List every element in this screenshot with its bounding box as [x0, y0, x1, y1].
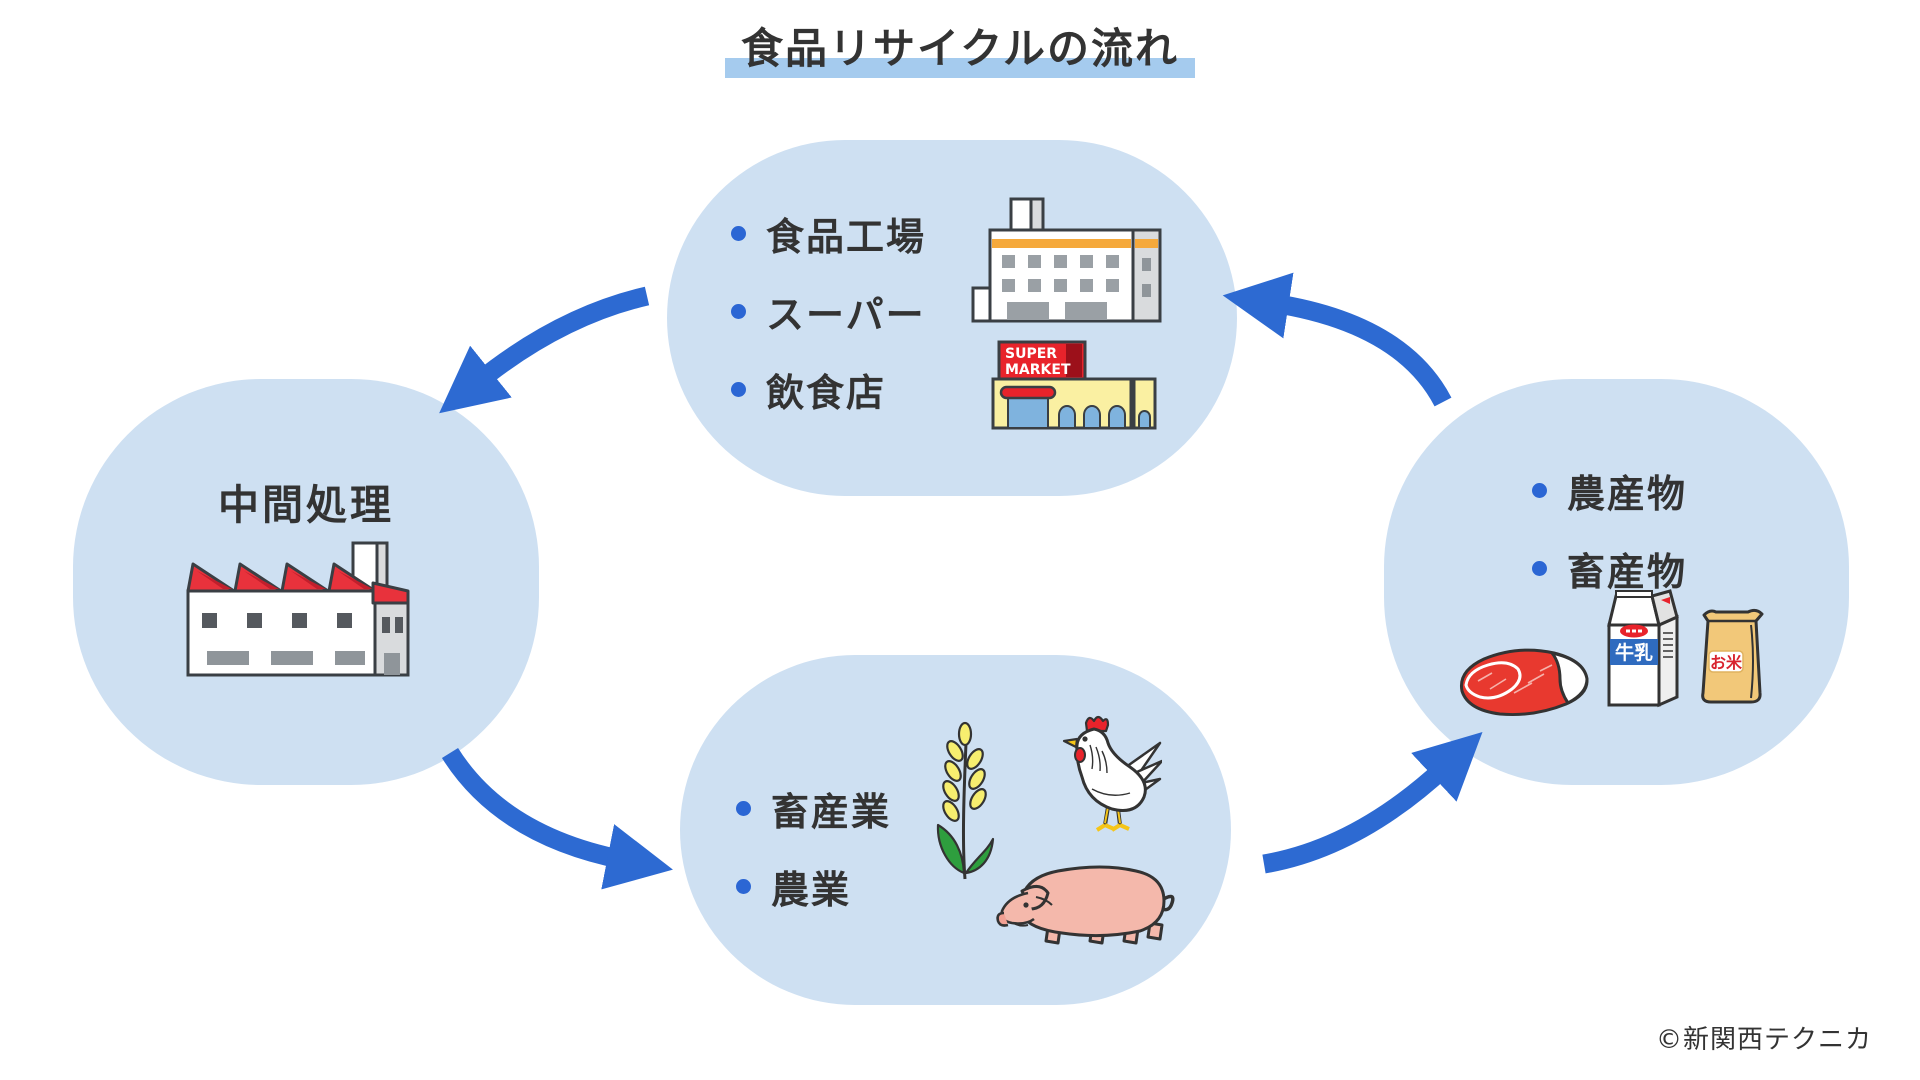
list-item-label: 畜産業	[771, 790, 892, 834]
pig-icon	[996, 865, 1175, 945]
bullet-dot	[736, 879, 751, 894]
node-products: 農産物 畜産物 牛乳	[1384, 379, 1849, 785]
products-list: 農産物 畜産物	[1532, 463, 1687, 619]
meat-icon	[1459, 648, 1589, 717]
list-item: 飲食店	[731, 362, 926, 417]
node-processing: 中間処理	[73, 379, 539, 785]
list-item: 畜産物	[1532, 541, 1687, 596]
food-factory-icon	[971, 197, 1162, 323]
node-farming: 畜産業 農業	[680, 655, 1231, 1005]
arrow-processing-to-farming	[441, 747, 673, 890]
list-item-label: 農産物	[1567, 472, 1688, 516]
processing-label: 中間処理	[218, 481, 394, 529]
bullet-dot	[731, 226, 746, 241]
list-item: 農業	[736, 859, 891, 914]
title-wrap: 食品リサイクルの流れ	[0, 24, 1920, 79]
milk-carton-icon: 牛乳	[1607, 589, 1679, 708]
list-item-label: 飲食店	[766, 371, 887, 415]
list-item-label: 農業	[771, 868, 852, 912]
list-item-label: 畜産物	[1567, 550, 1688, 594]
list-item-label: 食品工場	[766, 215, 927, 259]
arrow-sources-to-processing	[439, 286, 650, 414]
bullet-dot	[1532, 561, 1547, 576]
supermarket-sign-line2: MARKET	[1005, 362, 1071, 378]
bullet-dot	[731, 304, 746, 319]
recycle-factory-icon	[186, 541, 410, 677]
arrow-farming-to-products	[1262, 732, 1483, 874]
list-item: スーパー	[731, 284, 926, 339]
bullet-dot	[731, 382, 746, 397]
farming-list: 畜産業 農業	[736, 781, 891, 937]
copyright-text: ©新関西テクニカ	[1655, 1025, 1872, 1055]
bullet-dot	[1532, 483, 1547, 498]
rice-label: お米	[1710, 653, 1743, 672]
supermarket-sign-line1: SUPER	[1005, 346, 1057, 362]
list-item: 畜産業	[736, 781, 891, 836]
node-sources: 食品工場 スーパー 飲食店 SUPE	[667, 140, 1237, 496]
bullet-dot	[736, 801, 751, 816]
rice-bag-icon: お米	[1701, 608, 1764, 704]
supermarket-icon: SUPER MARKET	[991, 340, 1157, 430]
milk-label: 牛乳	[1615, 641, 1653, 664]
sources-list: 食品工場 スーパー 飲食店	[731, 206, 926, 440]
list-item: 農産物	[1532, 463, 1687, 518]
chicken-icon	[1062, 715, 1162, 832]
wheat-icon	[936, 721, 995, 880]
arrow-products-to-sources	[1222, 272, 1452, 407]
list-item-label: スーパー	[766, 293, 926, 337]
list-item: 食品工場	[731, 206, 926, 261]
page-title: 食品リサイクルの流れ	[725, 24, 1195, 79]
